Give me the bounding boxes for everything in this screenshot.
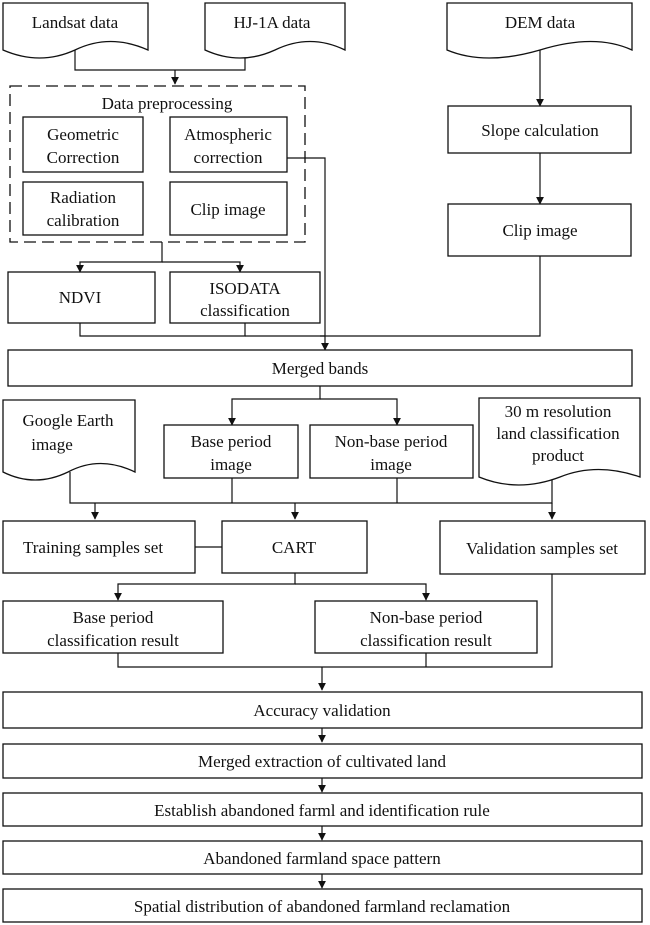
landsat-data-label: Landsat data bbox=[32, 13, 119, 32]
establish-rule-node: Establish abandoned farml and identifica… bbox=[2, 792, 643, 827]
space-pattern-label: Abandoned farmland space pattern bbox=[203, 849, 441, 868]
isodata-classification-line-2: classification bbox=[200, 301, 290, 320]
google-earth-image-line-2: image bbox=[31, 435, 73, 454]
radiation-calibration-line-2: calibration bbox=[47, 211, 120, 230]
nonbase-period-result-line-2: classification result bbox=[360, 631, 492, 650]
dem-data-label: DEM data bbox=[505, 13, 576, 32]
reclamation-node: Spatial distribution of abandoned farmla… bbox=[2, 888, 643, 923]
clip-image-right-label: Clip image bbox=[502, 221, 577, 240]
base-period-image-line-1: Base period bbox=[191, 432, 272, 451]
atmospheric-correction-node: Atmospheric correction bbox=[169, 116, 288, 173]
accuracy-validation-node: Accuracy validation bbox=[2, 691, 643, 729]
connectors bbox=[69, 50, 556, 889]
base-period-result-line-2: classification result bbox=[47, 631, 179, 650]
hj1a-data-node: HJ-1A data bbox=[204, 2, 346, 59]
merged-extraction-node: Merged extraction of cultivated land bbox=[2, 743, 643, 779]
data-preprocessing-title: Data preprocessing bbox=[102, 94, 233, 113]
cart-node: CART bbox=[221, 520, 368, 574]
ndvi-node: NDVI bbox=[7, 271, 156, 324]
slope-calculation-node: Slope calculation bbox=[447, 105, 632, 154]
establish-rule-label: Establish abandoned farml and identifica… bbox=[154, 801, 490, 820]
clip-image-left-label: Clip image bbox=[190, 200, 265, 219]
clip-image-right-node: Clip image bbox=[447, 203, 632, 257]
merged-extraction-label: Merged extraction of cultivated land bbox=[198, 752, 446, 771]
slope-calculation-label: Slope calculation bbox=[481, 121, 599, 140]
ndvi-label: NDVI bbox=[59, 288, 102, 307]
merged-bands-label: Merged bands bbox=[272, 359, 368, 378]
validation-samples-label: Validation samples set bbox=[466, 539, 618, 558]
hj1a-data-label: HJ-1A data bbox=[234, 13, 311, 32]
nonbase-period-result-line-1: Non-base period bbox=[370, 608, 483, 627]
land-classification-product-line-1: 30 m resolution bbox=[505, 402, 612, 421]
radiation-calibration-node: Radiation calibration bbox=[22, 181, 144, 236]
space-pattern-node: Abandoned farmland space pattern bbox=[2, 840, 643, 875]
base-period-image-line-2: image bbox=[210, 455, 252, 474]
isodata-classification-line-1: ISODATA bbox=[209, 279, 281, 298]
nonbase-period-image-node: Non-base period image bbox=[309, 424, 474, 479]
cart-label: CART bbox=[272, 538, 317, 557]
nonbase-period-image-line-1: Non-base period bbox=[335, 432, 448, 451]
land-classification-product-line-2: land classification bbox=[496, 424, 620, 443]
base-period-image-node: Base period image bbox=[163, 424, 299, 479]
data-preprocessing-group: Data preprocessing Geometric Correction … bbox=[9, 85, 306, 243]
google-earth-image-node: Google Earth image bbox=[2, 399, 136, 481]
dem-data-node: DEM data bbox=[446, 2, 633, 59]
training-samples-label: Training samples set bbox=[23, 538, 163, 557]
atmospheric-correction-line-1: Atmospheric bbox=[184, 125, 272, 144]
geometric-correction-line-2: Correction bbox=[47, 148, 120, 167]
clip-image-left-node: Clip image bbox=[169, 181, 288, 236]
accuracy-validation-label: Accuracy validation bbox=[253, 701, 391, 720]
base-period-result-line-1: Base period bbox=[73, 608, 154, 627]
training-samples-node: Training samples set bbox=[2, 520, 196, 574]
reclamation-label: Spatial distribution of abandoned farmla… bbox=[134, 897, 511, 916]
base-period-result-node: Base period classification result bbox=[2, 600, 224, 654]
radiation-calibration-line-1: Radiation bbox=[50, 188, 117, 207]
land-classification-product-line-3: product bbox=[532, 446, 584, 465]
validation-samples-node: Validation samples set bbox=[439, 520, 646, 575]
geometric-correction-node: Geometric Correction bbox=[22, 116, 144, 173]
google-earth-image-line-1: Google Earth bbox=[22, 411, 114, 430]
isodata-classification-node: ISODATA classification bbox=[169, 271, 321, 324]
merged-bands-node: Merged bands bbox=[7, 349, 633, 387]
landsat-data-node: Landsat data bbox=[2, 2, 149, 59]
land-classification-product-node: 30 m resolution land classification prod… bbox=[478, 397, 641, 486]
geometric-correction-line-1: Geometric bbox=[47, 125, 119, 144]
nonbase-period-image-line-2: image bbox=[370, 455, 412, 474]
nonbase-period-result-node: Non-base period classification result bbox=[314, 600, 538, 654]
atmospheric-correction-line-2: correction bbox=[194, 148, 263, 167]
